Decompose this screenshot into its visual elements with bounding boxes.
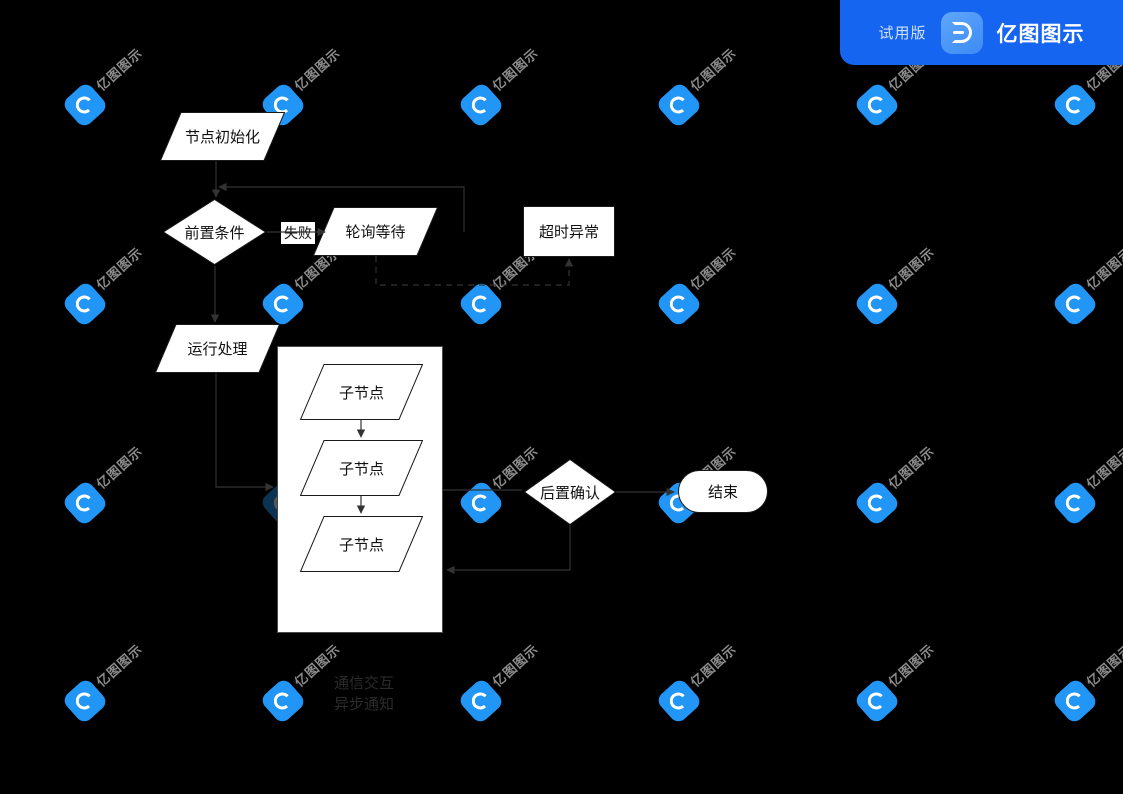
- parallelogram-outline: [300, 364, 423, 420]
- edge-postcheck-loopback: [446, 525, 571, 575]
- edge-poll-loopback: [218, 182, 465, 232]
- parallelogram-outline: [155, 324, 280, 373]
- parallelogram-outline: [300, 516, 423, 572]
- node-label-end: 结束: [707, 484, 738, 501]
- edge-label-fail: 失败: [281, 222, 315, 244]
- diamond-outline: [524, 459, 616, 525]
- node-poll[interactable]: 轮询等待: [313, 207, 438, 256]
- node-label-run: 运行处理: [187, 341, 248, 358]
- node-label-child1: 子节点: [338, 384, 384, 402]
- edge-poll-to-timeout-dashed: [375, 256, 574, 286]
- trial-label: 试用版: [878, 25, 927, 42]
- node-child3[interactable]: 子节点: [300, 516, 423, 572]
- parallelogram-outline: [160, 112, 285, 161]
- parallelogram-outline: [313, 207, 438, 256]
- node-label-postcheck: 后置确认: [539, 484, 600, 502]
- edraw-brand-chip: 试用版 亿图图示: [840, 0, 1123, 65]
- node-run[interactable]: 运行处理: [155, 324, 280, 373]
- node-label-child2: 子节点: [338, 460, 384, 478]
- node-label-poll: 轮询等待: [345, 224, 406, 241]
- node-child1[interactable]: 子节点: [300, 364, 423, 420]
- edge-run-to-subflow: [215, 373, 274, 492]
- node-precond[interactable]: 前置条件: [163, 199, 266, 265]
- node-child2[interactable]: 子节点: [300, 440, 423, 496]
- node-label-precond: 前置条件: [184, 224, 245, 242]
- product-name-label: 亿图图示: [996, 22, 1085, 46]
- node-timeout[interactable]: 超时异常: [523, 206, 615, 257]
- node-init[interactable]: 节点初始化: [160, 112, 285, 161]
- node-label-init: 节点初始化: [184, 129, 260, 146]
- node-label-child3: 子节点: [338, 536, 384, 554]
- node-postcheck[interactable]: 后置确认: [524, 459, 616, 525]
- note-comm: 通信交互: [334, 675, 395, 692]
- diamond-outline: [163, 199, 266, 265]
- parallelogram-outline: [300, 440, 423, 496]
- node-label-timeout: 超时异常: [538, 224, 599, 241]
- edraw-logo-icon: [940, 11, 983, 54]
- note-async: 异步通知: [334, 696, 395, 713]
